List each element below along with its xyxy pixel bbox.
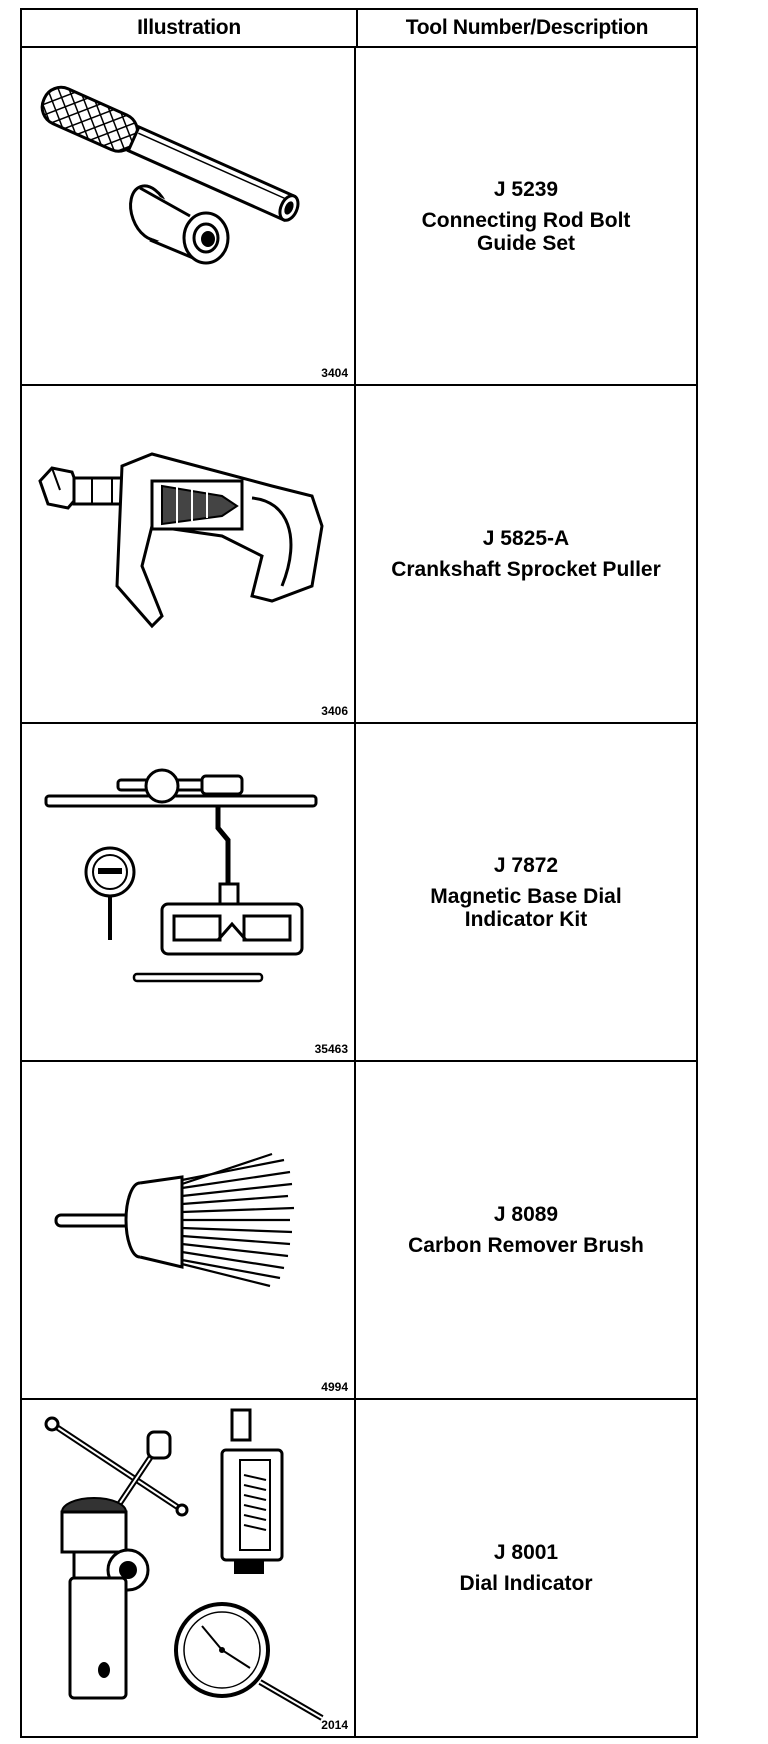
tool-table: Illustration Tool Number/Description — [20, 8, 698, 1738]
description-cell: J 7872 Magnetic Base Dial Indicator Kit — [356, 724, 696, 1060]
figure-number: 2014 — [321, 1718, 348, 1732]
tool-description: Magnetic Base Dial Indicator Kit — [430, 884, 622, 931]
header-illustration: Illustration — [22, 10, 358, 46]
tool-description: Connecting Rod Bolt Guide Set — [421, 208, 631, 255]
description-cell: J 5239 Connecting Rod Bolt Guide Set — [356, 48, 696, 384]
table-row: 4994 J 8089 Carbon Remover Brush — [20, 1060, 698, 1398]
table-row: 3406 J 5825-A Crankshaft Sprocket Puller — [20, 384, 698, 722]
tool-number: J 8001 — [493, 1541, 559, 1564]
figure-number: 4994 — [321, 1380, 348, 1394]
tool-description: Dial Indicator — [459, 1572, 593, 1595]
tool-number: J 8089 — [493, 1203, 559, 1226]
illustration-cell: 3404 — [22, 48, 356, 384]
tool-description: Carbon Remover Brush — [408, 1234, 644, 1257]
carbon-brush-icon — [54, 1152, 295, 1288]
table-row: 35463 J 7872 Magnetic Base Dial Indicato… — [20, 722, 698, 1060]
figure-number: 3406 — [321, 704, 348, 718]
table-row: 2014 J 8001 Dial Indicator — [20, 1398, 698, 1738]
description-cell: J 8089 Carbon Remover Brush — [356, 1062, 696, 1398]
description-cell: J 8001 Dial Indicator — [356, 1400, 696, 1736]
tool-number: J 5825-A — [482, 527, 570, 550]
tool-number: J 7872 — [493, 853, 559, 877]
connecting-rod-bolt-guide-icon — [40, 85, 300, 265]
figure-number: 3404 — [321, 366, 348, 380]
illustration-cell: 4994 — [22, 1062, 356, 1398]
table-row: 3404 J 5239 Connecting Rod Bolt Guide Se… — [20, 46, 698, 384]
dial-indicator-icon — [44, 1408, 324, 1721]
illustration-cell: 3406 — [22, 386, 356, 722]
sprocket-puller-icon — [38, 452, 324, 629]
tool-description: Crankshaft Sprocket Puller — [391, 558, 661, 581]
figure-number: 35463 — [314, 1042, 348, 1056]
table-header: Illustration Tool Number/Description — [20, 8, 698, 46]
illustration-cell: 2014 — [22, 1400, 356, 1736]
magnetic-base-dial-kit-icon — [44, 768, 318, 983]
header-tool-number-description: Tool Number/Description — [405, 16, 649, 39]
tool-number: J 5239 — [493, 177, 559, 201]
description-cell: J 5825-A Crankshaft Sprocket Puller — [356, 386, 696, 722]
illustration-cell: 35463 — [22, 724, 356, 1060]
